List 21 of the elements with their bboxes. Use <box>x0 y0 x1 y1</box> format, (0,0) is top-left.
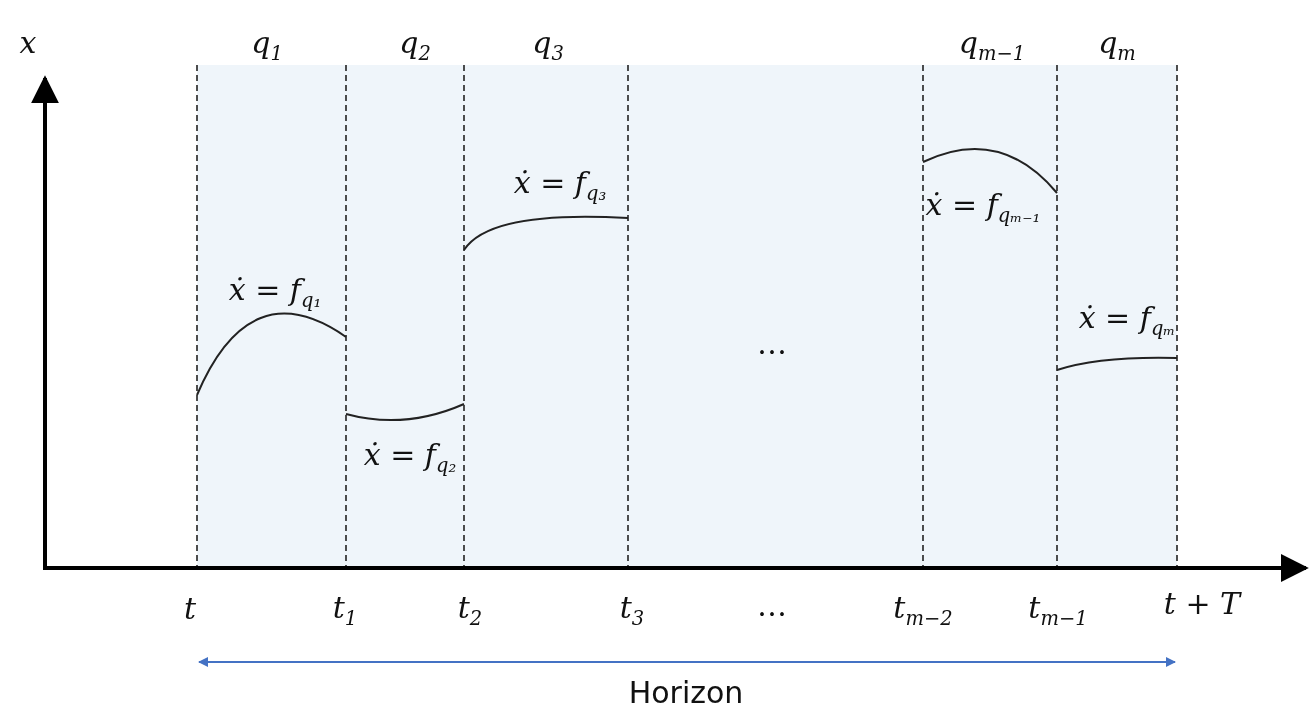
time-label: t$_{1}$ <box>332 590 358 630</box>
time-label: t$_{m−1}$ <box>1028 590 1088 630</box>
mode-label: q$_{3}$ <box>532 25 564 65</box>
time-label: t <box>183 591 197 625</box>
mode-label: q$_{1}$ <box>251 25 283 65</box>
dynamics-equation: ẋ = f$_{q₃}$ <box>513 165 607 205</box>
mode-label: q$_{2}$ <box>399 25 431 65</box>
mode-label: q$_{m}$ <box>1098 25 1136 65</box>
ellipsis: … <box>757 326 787 360</box>
mode-label: q$_{m−1}$ <box>958 25 1026 65</box>
horizon-label: Horizon <box>628 675 744 709</box>
dynamics-equation: ẋ = f$_{q₂}$ <box>363 437 457 477</box>
ellipsis: … <box>757 588 787 622</box>
dynamics-equation: ẋ = f$_{qₘ}$ <box>1078 300 1176 340</box>
time-label: t$_{3}$ <box>619 590 645 630</box>
dynamics-equation: ẋ = f$_{q₁}$ <box>228 272 322 312</box>
time-label: t$_{m−2}$ <box>893 590 953 630</box>
time-label: t$_{2}$ <box>457 590 483 630</box>
axis-label: x <box>19 25 37 59</box>
dynamics-equation: ẋ = f$_{qₘ₋₁}$ <box>925 187 1041 227</box>
time-label: t + T <box>1163 586 1241 620</box>
